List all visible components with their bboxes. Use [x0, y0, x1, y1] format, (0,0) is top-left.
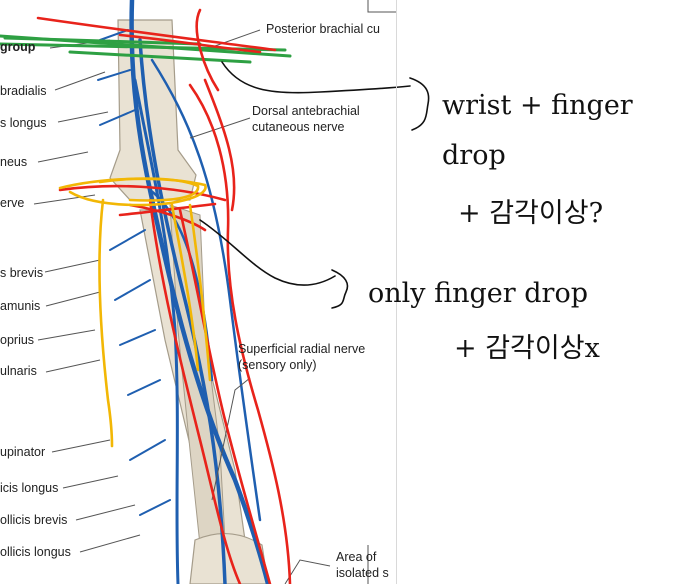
red-long-right: [188, 83, 292, 584]
label-group: group: [0, 40, 36, 54]
nerve-side-5: [114, 279, 151, 301]
leader-ollicis-brevis: [75, 504, 136, 521]
label-amunis: amunis: [0, 299, 41, 313]
nerve-main-trunk: [129, 0, 271, 584]
red-annotation-strokes: [36, 8, 292, 584]
leader-ollicis-longus: [79, 534, 141, 553]
red-long-mid: [178, 208, 272, 584]
yellow-left-line: [98, 198, 114, 448]
leader-superficial-radial: [211, 377, 251, 501]
label-s-brevis: s brevis: [0, 266, 44, 280]
yellow-loop-2: [98, 177, 200, 202]
label-area-of-1: Area of: [336, 550, 377, 564]
arrow-to-note-1: [221, 61, 411, 94]
yellow-mid-line: [170, 203, 200, 372]
label-upinator: upinator: [0, 445, 46, 459]
leader-erve: [33, 194, 96, 205]
nerve-side-6: [119, 329, 156, 346]
black-annotation-strokes: [199, 61, 430, 309]
label-area-of-2: isolated s: [336, 566, 389, 580]
corner-frame: [367, 0, 396, 13]
leader-area-of: [284, 559, 331, 584]
red-upper-curve: [203, 78, 236, 212]
leader-neus: [37, 151, 89, 163]
label-erve: erve: [0, 196, 25, 210]
nerve-branch-b: [133, 78, 180, 584]
note-sensory-x: + 감각이상x: [454, 333, 600, 364]
label-leader-lines: [33, 0, 396, 584]
green-stroke-3: [68, 50, 252, 64]
label-superficial-radial-2: (sensory only): [238, 358, 317, 372]
red-long-left: [148, 198, 242, 584]
label-ollicis-longus: ollicis longus: [0, 545, 71, 559]
yellow-annotation-strokes: [58, 177, 212, 448]
nerve-side-8: [129, 439, 166, 461]
note-drop: drop: [442, 140, 506, 171]
label-oprius: oprius: [0, 333, 35, 347]
label-ollicis-brevis: ollicis brevis: [0, 513, 68, 527]
nerve-side-3: [99, 109, 136, 126]
note-wrist-finger-drop: wrist + finger: [442, 90, 633, 121]
label-ulnaris: ulnaris: [0, 364, 37, 378]
label-icis-longus: icis longus: [0, 481, 59, 495]
green-stroke-4: [3, 36, 202, 46]
leader-dorsal-antebrachial: [189, 117, 251, 139]
note-only-finger-drop: only finger drop: [368, 278, 588, 309]
label-s-longus: s longus: [0, 116, 47, 130]
leader-bradialis: [54, 71, 106, 91]
leader-icis-longus: [62, 475, 119, 489]
nerve-side-7: [127, 379, 161, 396]
label-superficial-radial-1: Superficial radial nerve: [238, 342, 366, 356]
bracket-note-2: [331, 269, 349, 309]
nerve-side-2: [97, 69, 131, 81]
label-bradialis: bradialis: [0, 84, 47, 98]
leader-upinator: [51, 439, 111, 453]
illustration-edge: [396, 0, 397, 584]
arrow-to-note-2: [199, 219, 336, 286]
red-top-loop: [195, 8, 220, 92]
label-neus: neus: [0, 155, 28, 169]
label-dorsal-antebrachial-2: cutaneous nerve: [252, 120, 345, 134]
nerve-side-9: [139, 499, 171, 516]
leader-s-longus: [57, 111, 109, 123]
nerve-branch-d: [150, 58, 262, 522]
label-dorsal-antebrachial-1: Dorsal antebrachial: [252, 104, 360, 118]
leader-s-brevis: [44, 259, 101, 273]
nerve-branch-a: [138, 38, 227, 584]
note-sensory-question: + 감각이상?: [458, 198, 604, 229]
nerve-side-1: [99, 29, 129, 41]
label-posterior-brachial: Posterior brachial cu: [266, 22, 380, 36]
leader-oprius: [37, 329, 96, 341]
leader-amunis: [45, 291, 101, 307]
nerve-side-4: [109, 229, 146, 251]
red-cross-1: [36, 16, 277, 52]
red-cross-2: [118, 33, 262, 54]
bracket-note-1: [409, 77, 430, 131]
yellow-right-line: [188, 203, 212, 382]
leader-ulnaris: [45, 359, 101, 373]
